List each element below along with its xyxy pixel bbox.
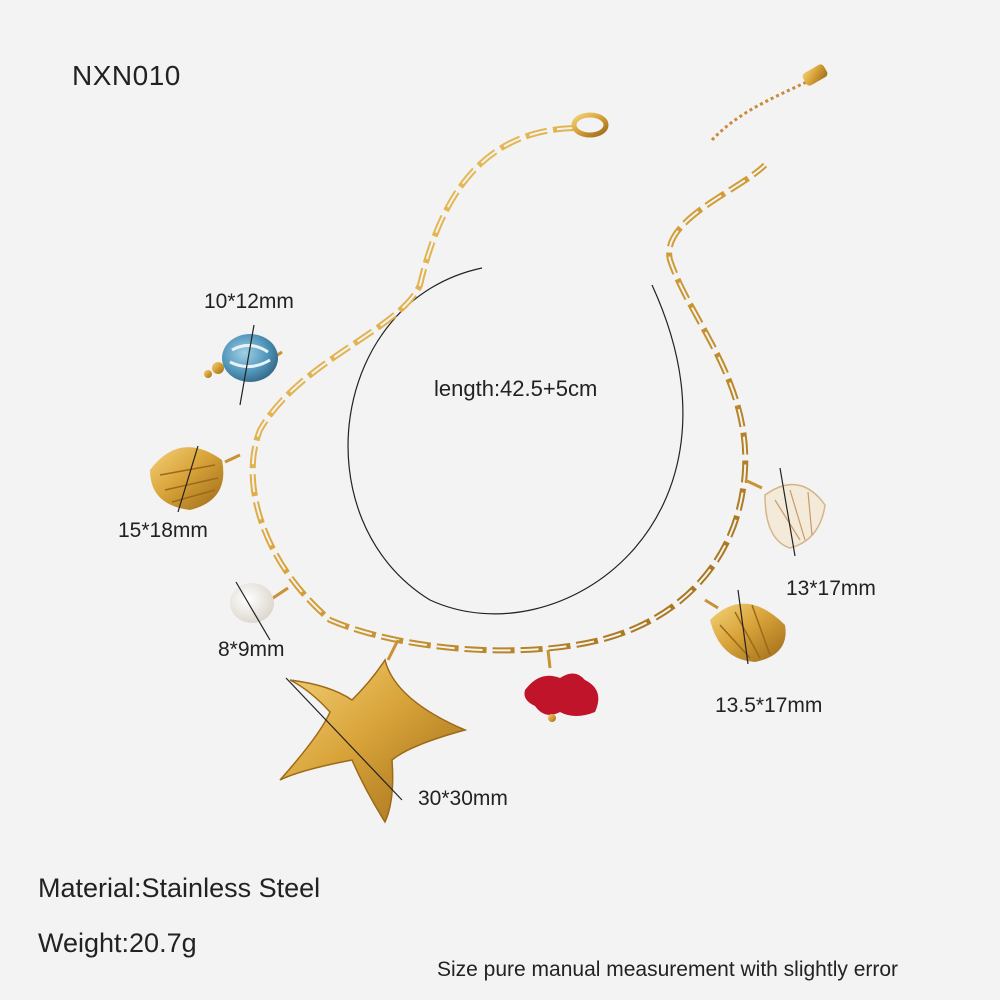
measurement-lines <box>177 324 796 801</box>
material-label: Material:Stainless Steel <box>38 873 321 903</box>
clasp <box>571 64 828 142</box>
product-code: NXN010 <box>72 60 181 91</box>
white-shell-charm <box>744 478 826 549</box>
blue-bead-dimension: 10*12mm <box>204 290 294 313</box>
coral-charm <box>524 649 599 722</box>
gold-shell-right-charm <box>704 598 786 662</box>
gold-shell-left-dimension: 15*18mm <box>118 519 208 542</box>
weight-label: Weight:20.7g <box>38 928 197 958</box>
length-guide-arc <box>347 267 684 615</box>
white-shell-dimension: 13*17mm <box>786 577 876 600</box>
pearl-dimension: 8*9mm <box>218 638 285 661</box>
blue-bead-charm <box>204 334 283 382</box>
gold-shell-left-charm <box>150 447 241 510</box>
measurement-note: Size pure manual measurement with slight… <box>437 958 899 981</box>
length-label: length:42.5+5cm <box>434 376 598 401</box>
starfish-dimension: 30*30mm <box>418 787 508 810</box>
gold-shell-right-dimension: 13.5*17mm <box>715 694 823 717</box>
starfish-charm <box>279 639 468 824</box>
chain-inner <box>251 127 766 652</box>
pearl-charm <box>230 583 289 623</box>
